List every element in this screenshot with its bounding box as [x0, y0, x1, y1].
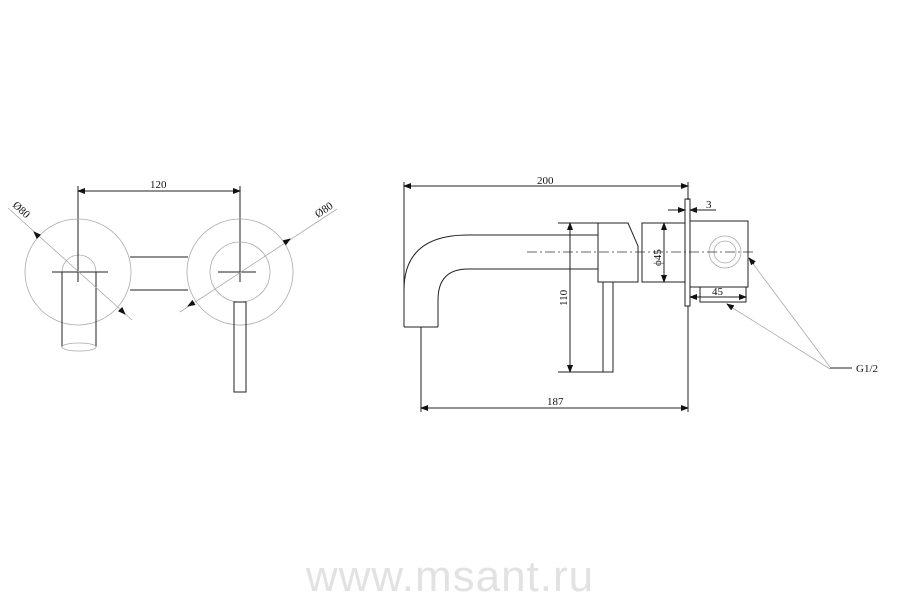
left-escutcheon: [24, 218, 132, 326]
concealed-box: [689, 220, 749, 288]
thread-label: G1/2: [856, 363, 878, 375]
left-diameter-label: Ø80: [10, 199, 32, 221]
plate-thickness-label: 3: [706, 199, 712, 211]
mixer-body: [597, 222, 639, 283]
right-escutcheon: [186, 218, 294, 326]
projection-label: 187: [547, 396, 564, 408]
box-depth-label: 45: [712, 286, 724, 298]
lever-front: [233, 301, 247, 393]
spout-side: [403, 234, 598, 327]
overall-length-label: 200: [537, 175, 554, 187]
wall-plate: [684, 198, 691, 307]
height-label: 110: [558, 289, 570, 306]
spacing-label: 120: [150, 179, 167, 191]
watermark: www.msant.ru: [305, 552, 595, 599]
side-view: 200 110 ϕ45 3 45 187 G1/2: [403, 175, 878, 412]
lever-side: [602, 281, 614, 373]
body-diameter-label: ϕ45: [652, 249, 664, 266]
front-view: 120 Ø80 Ø80: [7, 179, 338, 393]
spout-front: [61, 272, 97, 347]
